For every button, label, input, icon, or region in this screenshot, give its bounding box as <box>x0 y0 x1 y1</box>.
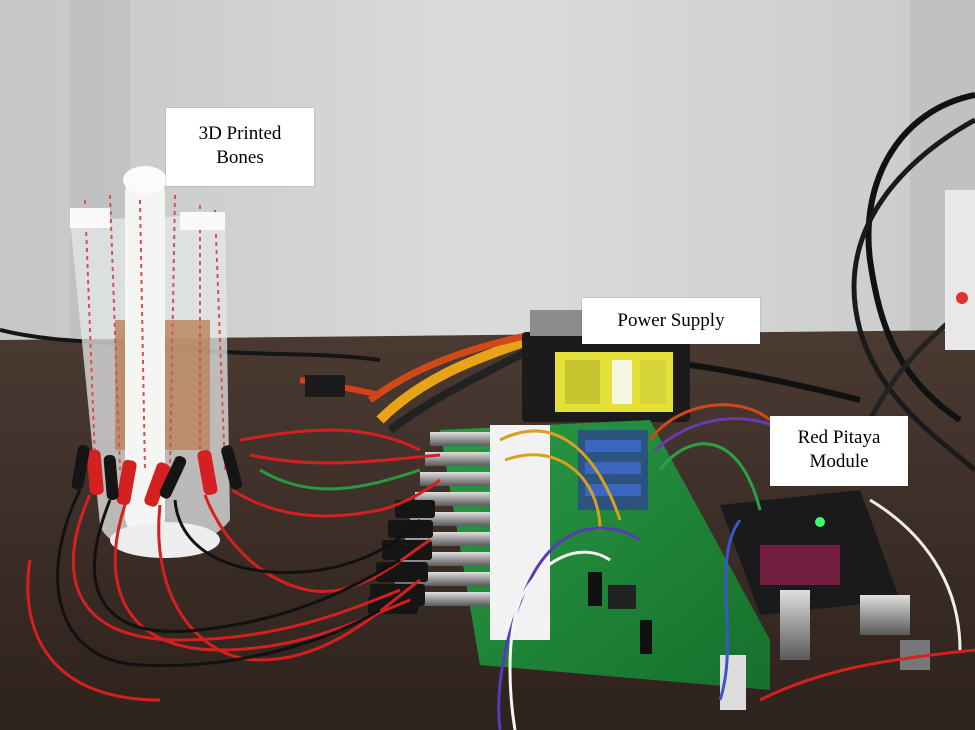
atx-connector <box>305 375 345 397</box>
cable-bundle <box>376 335 532 424</box>
jumper-wire <box>869 498 962 651</box>
alligator-clips <box>71 445 243 507</box>
jumper-wire <box>504 453 602 531</box>
cable-bundle <box>367 331 531 403</box>
label-power-supply: Power Supply <box>582 298 760 344</box>
label-bones-line1: 3D Printed <box>198 123 282 144</box>
power-strip <box>945 190 975 350</box>
label-red-pitaya-module: Red Pitaya Module <box>770 416 908 486</box>
cable-black <box>851 117 975 472</box>
jumper-wire <box>508 550 611 730</box>
cable-black <box>865 92 975 423</box>
jumper-wire <box>499 429 622 521</box>
label-bones-line2: Bones <box>216 147 264 168</box>
power-strip-led <box>956 292 968 304</box>
jumper-wire <box>497 526 641 730</box>
jumper-wire <box>718 519 742 701</box>
jumper-wire <box>658 442 762 511</box>
red-pitaya-board <box>720 490 930 670</box>
cable-bundle <box>387 346 532 434</box>
label-power-text: Power Supply <box>617 310 725 331</box>
label-pitaya-line2: Module <box>809 451 869 472</box>
test-leads <box>26 428 441 702</box>
jumper-wire <box>648 403 771 441</box>
label-3d-printed-bones: 3D Printed Bones <box>166 108 314 186</box>
power-supply-unit <box>522 310 861 422</box>
label-pitaya-line1: Red Pitaya <box>797 427 881 448</box>
jumper-wire <box>759 648 975 702</box>
